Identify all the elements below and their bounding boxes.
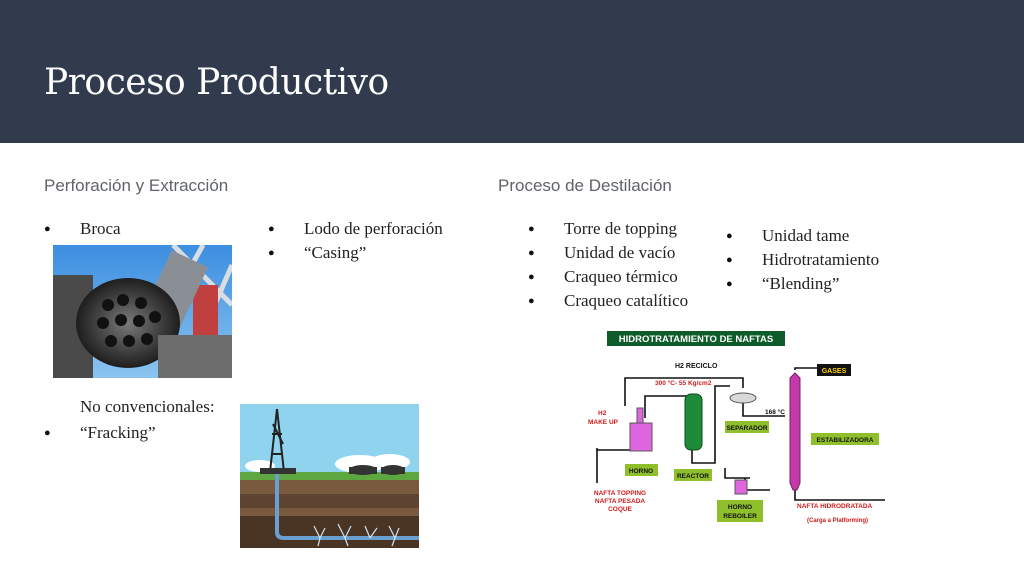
unconventional-label: No convencionales: xyxy=(80,397,215,416)
furnace-symbol xyxy=(629,422,653,452)
reboiler-label-2: REBOILER xyxy=(723,513,757,520)
feed-label-2: NAFTA PESADA xyxy=(595,498,646,505)
bullet-item: “Blending” xyxy=(726,272,879,296)
bullet-item: Craqueo térmico xyxy=(528,265,688,289)
bullet-item: “Fracking” xyxy=(44,421,156,445)
distillation-bullets-col2: Unidad tame Hidrotratamiento “Blending” xyxy=(726,224,879,296)
bullet-item: Hidrotratamiento xyxy=(726,248,879,272)
diagram-title: HIDROTRATAMIENTO DE NAFTAS xyxy=(619,334,773,345)
diagram-title-box xyxy=(607,331,785,346)
h2-recycle-label: H2 RECICLO xyxy=(675,363,718,370)
reactor-symbol xyxy=(684,393,703,451)
distillation-heading: Proceso de Destilación xyxy=(498,176,672,195)
furnace-label: HORNO xyxy=(629,468,653,475)
feed-label-1: NAFTA TOPPING xyxy=(594,490,646,497)
drilling-heading: Perforación y Extracción xyxy=(44,176,229,195)
furnace-box xyxy=(625,464,658,476)
feed-label-3: COQUE xyxy=(608,506,633,513)
stabilizer-column-symbol xyxy=(789,372,801,491)
reboiler-box xyxy=(717,500,763,522)
separator-symbol xyxy=(729,392,757,404)
fracking-illustration xyxy=(240,404,419,548)
conditions-label: 300 °C- 55 Kg/cm2 xyxy=(655,379,712,387)
gases-box xyxy=(817,364,851,376)
stabilizer-box xyxy=(811,433,879,445)
reboiler-label-1: HORNO xyxy=(728,504,752,511)
reactor-label: REACTOR xyxy=(677,473,709,480)
separator-box xyxy=(725,421,769,433)
bullet-item: “Casing” xyxy=(268,241,443,265)
hydrotreating-diagram: HIDROTRATAMIENTO DE NAFTAS H2 RECICLO 30… xyxy=(588,331,885,524)
drilling-bullets-col2: Lodo de perforación “Casing” xyxy=(268,217,443,265)
product-label: NAFTA HIDRODRATADA xyxy=(797,503,873,510)
drill-bit-photo xyxy=(53,245,232,378)
separator-label: SEPARADOR xyxy=(726,425,767,432)
make-up-label: MAKE UP xyxy=(588,419,619,426)
bullet-item: Lodo de perforación xyxy=(268,217,443,241)
bullet-item: Torre de topping xyxy=(528,217,688,241)
distillation-bullets-col1: Torre de topping Unidad de vacío Craqueo… xyxy=(528,217,688,313)
slide-title: Proceso Productivo xyxy=(44,62,389,103)
bullet-item: Craqueo catalítico xyxy=(528,289,688,313)
bullet-item: Unidad de vacío xyxy=(528,241,688,265)
unconventional-bullets: “Fracking” xyxy=(44,421,156,445)
title-bar xyxy=(0,0,1024,143)
drilling-bullets-col1: Broca xyxy=(44,217,121,241)
reboiler-furnace-symbol xyxy=(734,479,748,495)
h2-label: H2 xyxy=(598,410,607,417)
reactor-box xyxy=(674,469,712,481)
temperature-label: 168 °C xyxy=(765,408,785,416)
gases-label: GASES xyxy=(822,368,847,375)
stabilizer-label: ESTABILIZADORA xyxy=(817,437,874,444)
bullet-item: Unidad tame xyxy=(726,224,879,248)
product-note-label: (Carga a Platforming) xyxy=(807,518,868,524)
bullet-item: Broca xyxy=(44,217,121,241)
